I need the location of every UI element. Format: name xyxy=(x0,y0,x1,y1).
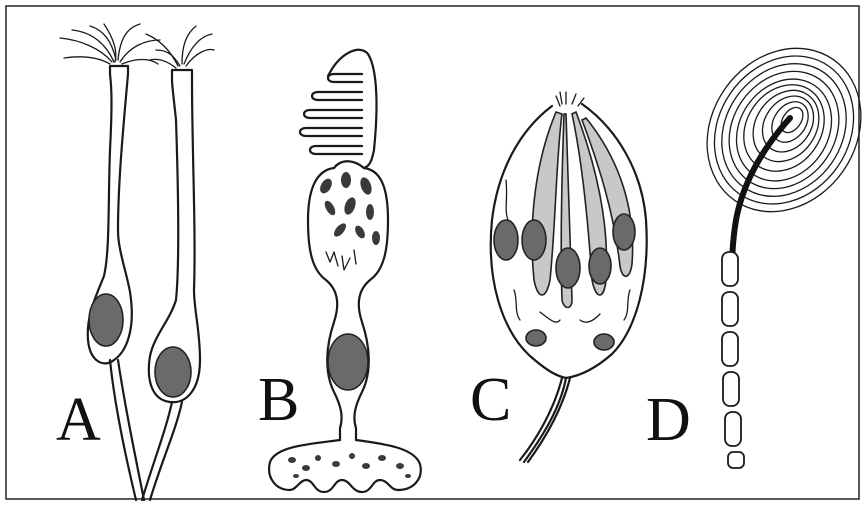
label-c: C xyxy=(470,366,511,434)
cell-a-nucleus-left xyxy=(89,294,123,346)
label-a: A xyxy=(56,386,101,454)
label-b: B xyxy=(258,366,299,434)
cell-b-nucleus xyxy=(328,334,368,390)
cell-a-nucleus-right xyxy=(155,347,191,397)
label-d: D xyxy=(646,386,691,454)
